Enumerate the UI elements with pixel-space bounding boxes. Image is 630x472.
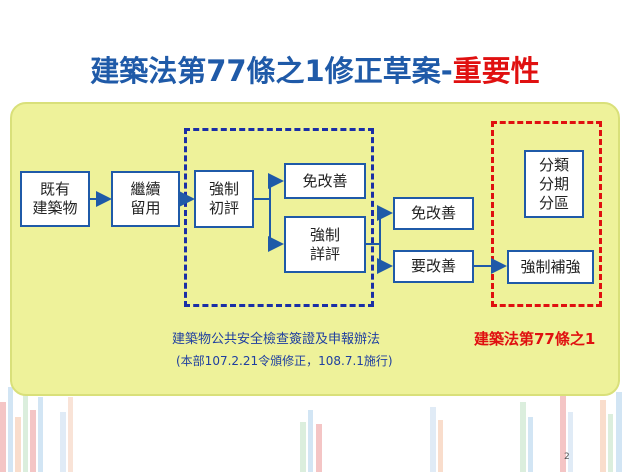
initial-detailed-review-group bbox=[184, 128, 374, 307]
box-continue-use: 繼續 留用 bbox=[111, 171, 180, 227]
box-mandatory-initial-review: 強制 初評 bbox=[194, 170, 254, 228]
box-existing-building: 既有 建築物 bbox=[20, 171, 90, 227]
box-no-improvement-2: 免改善 bbox=[393, 197, 474, 230]
regulation-caption: 建築物公共安全檢查簽證及申報辦法 bbox=[172, 332, 381, 347]
arrow-initial-to-no-improve-1 bbox=[254, 173, 284, 200]
title-highlight: 重要性 bbox=[452, 54, 540, 88]
background-decoration bbox=[0, 387, 622, 472]
box-no-improvement-1: 免改善 bbox=[284, 163, 366, 199]
slide-title: 建築法第77條之1修正草案-重要性 bbox=[0, 48, 630, 90]
arrow-initial-to-detailed bbox=[268, 199, 284, 252]
box-mandatory-reinforcement: 強制補強 bbox=[507, 250, 594, 284]
box-mandatory-detailed-review: 強制 詳評 bbox=[284, 216, 366, 273]
arrow-detailed-to-need-improve bbox=[377, 244, 393, 274]
box-need-improvement: 要改善 bbox=[393, 250, 474, 283]
amendment-caption: (本部107.2.21令頒修正，108.7.1施行) bbox=[176, 354, 393, 368]
box-classification: 分類 分期 分區 bbox=[524, 150, 584, 218]
title-main: 建築法第77條之1修正草案- bbox=[90, 54, 453, 88]
page-number: 2 bbox=[564, 452, 570, 462]
article-77-1-group bbox=[491, 121, 602, 307]
article-caption: 建築法第77條之1 bbox=[474, 330, 596, 348]
arrow-detailed-to-no-improve-2 bbox=[366, 205, 393, 245]
